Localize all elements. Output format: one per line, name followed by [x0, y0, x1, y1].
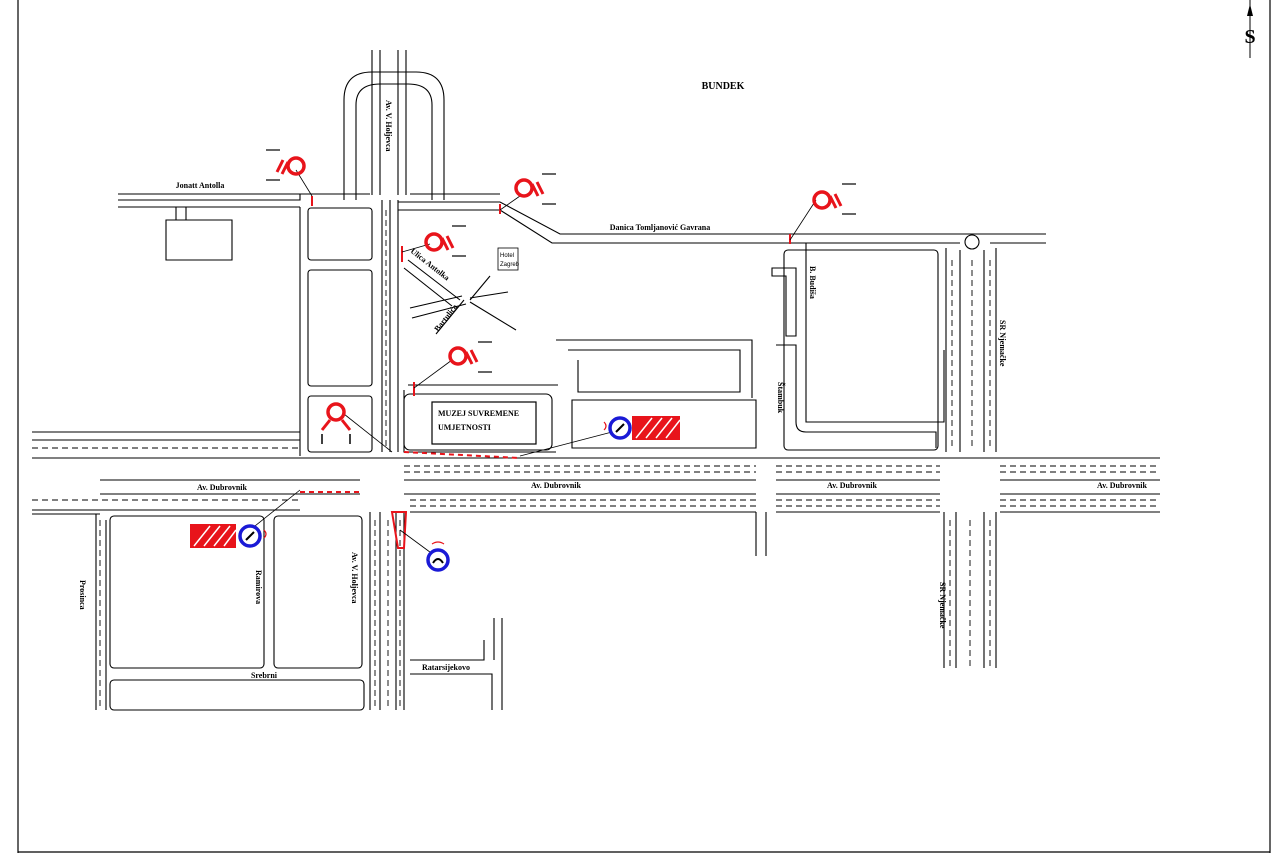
label-av-dubrovnik-center: Av. Dubrovnik	[531, 481, 581, 490]
barrier-icon	[320, 402, 352, 444]
hotel-label-line1: Hotel	[500, 253, 514, 259]
label-danica-tomljanovic: Danica Tomljanović Gavrana	[610, 223, 710, 232]
label-av-dubrovnik-far-east: Av. Dubrovnik	[1097, 481, 1147, 490]
roadwork-sign-icon	[266, 149, 306, 181]
street-labels: Jonatt Antolla Av. V. Holjevca Danica To…	[78, 100, 1148, 680]
roadwork-sign-icon	[514, 173, 556, 205]
label-av-dubrovnik-east: Av. Dubrovnik	[827, 481, 877, 490]
no-entry-icon	[426, 541, 450, 572]
lane-markings	[32, 210, 1160, 708]
road-network	[32, 50, 1160, 711]
sheet-frame	[17, 0, 1271, 853]
label-av-v-holjevca-north: Av. V. Holjevca	[384, 100, 393, 152]
north-arrow-label: S	[1244, 26, 1255, 48]
label-b-budisa: B. Budiša	[808, 266, 817, 299]
roadwork-sign-icon	[424, 225, 466, 257]
hotel-building: Hotel Zagreb	[497, 247, 520, 271]
museum-label-line1: MUZEJ SUVREMENE	[438, 409, 519, 418]
roadwork-sign-icon	[812, 183, 856, 215]
area-label-bundek: BUNDEK	[702, 81, 745, 92]
hotel-label-line2: Zagreb	[500, 262, 520, 268]
label-street-sw2: Ramirova	[254, 570, 263, 604]
label-street-sw1: Prosinca	[78, 580, 87, 610]
label-av-v-holjevca-south: Av. V. Holjevca	[350, 552, 359, 604]
no-entry-icon	[238, 524, 267, 548]
closure-lines	[300, 196, 791, 549]
label-sr-njemacke-south: SR Njemačke	[938, 582, 947, 629]
compass-icon: S	[1244, 0, 1256, 58]
label-street-s: Ratarsijekovo	[422, 663, 470, 672]
hatched-area-west	[190, 524, 237, 548]
museum-label-line2: UMJETNOSTI	[438, 423, 491, 432]
label-street-sw3: Srebrni	[251, 671, 278, 680]
label-jonatt-antolla: Jonatt Antolla	[176, 181, 225, 190]
label-street-mid: Štambuk	[776, 382, 786, 414]
museum-building: MUZEJ SUVREMENE UMJETNOSTI	[431, 401, 537, 445]
label-sr-njemacke-north: SR Njemačke	[998, 320, 1007, 367]
label-av-dubrovnik-west: Av. Dubrovnik	[197, 483, 247, 492]
hatched-area-east	[632, 416, 681, 440]
label-diag-2: Bartulića	[432, 302, 459, 333]
roadwork-sign-icon	[448, 341, 492, 373]
no-entry-icon	[603, 416, 632, 440]
